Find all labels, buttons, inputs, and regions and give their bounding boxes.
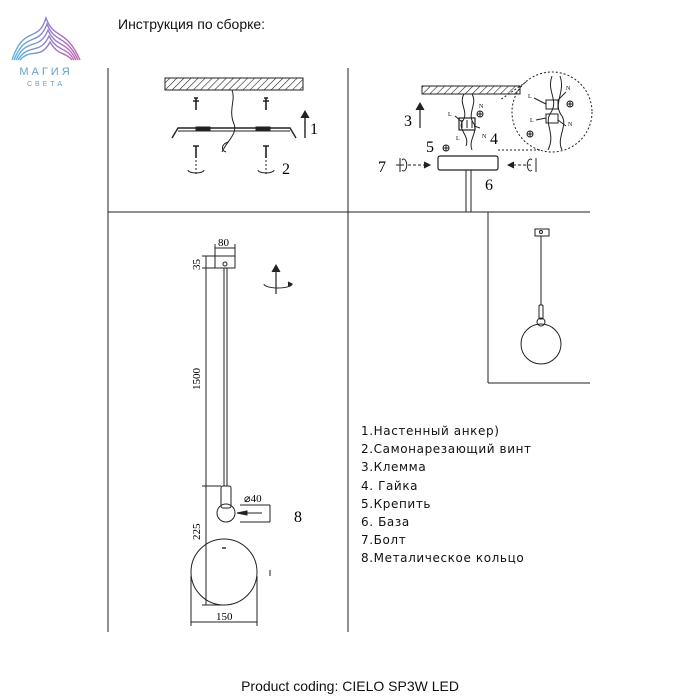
legend-item: 1.Настенный анкер): [361, 424, 500, 438]
panel-finished-lamp: [520, 228, 562, 365]
wire-label-l: L: [528, 94, 532, 100]
step-label-6: 6: [485, 177, 493, 194]
frame-lines: [107, 68, 590, 632]
wire-label-n: N: [479, 104, 484, 110]
dim-canopy-height: 35: [191, 259, 203, 271]
logo-subtitle: СВЕТА: [26, 81, 66, 88]
panel-wiring: [396, 71, 593, 212]
brand-logo: [11, 15, 81, 61]
legend-item: 3.Клемма: [361, 460, 427, 475]
step-label-2: 2: [282, 161, 290, 178]
step-label-8: 8: [294, 509, 302, 526]
step-label-1: 1: [310, 121, 318, 138]
product-code: Product coding: CIELO SP3W LED: [241, 678, 459, 694]
legend-item: 6. База: [361, 515, 410, 530]
page-title: Инструкция по сборке:: [118, 16, 266, 32]
legend-item: 4. Гайка: [361, 478, 419, 493]
legend-item: 8.Металическое кольцо: [361, 551, 525, 566]
wire-label-n: N: [566, 86, 571, 92]
wire-label-l: L: [530, 118, 534, 124]
wire-label-n: N: [482, 134, 487, 140]
logo-wordmark: МАГИЯ: [19, 66, 73, 78]
dim-shade-width: 150: [216, 611, 233, 623]
panel-bracket-install: [164, 77, 310, 176]
dim-shade-drop: 225: [191, 523, 203, 540]
wire-label-l: L: [448, 112, 452, 118]
legend-item: 7.Болт: [361, 533, 407, 548]
step-label-7: 7: [378, 159, 386, 176]
wire-label-n: N: [568, 122, 573, 128]
dim-cable-length: 1500: [191, 368, 203, 391]
dim-ring-diameter: ⌀40: [244, 493, 262, 505]
legend-item: 5.Крепить: [361, 496, 432, 511]
parts-legend: 1.Настенный анкер) 2.Самонарезающий винт…: [361, 422, 532, 568]
panel-dimensions: [190, 244, 294, 626]
dim-canopy-width: 80: [218, 237, 230, 249]
wire-label-l: L: [456, 136, 460, 142]
step-label-5: 5: [426, 139, 434, 156]
legend-item: 2.Самонарезающий винт: [361, 442, 532, 457]
step-label-4: 4: [490, 131, 498, 148]
step-label-3: 3: [404, 113, 412, 130]
